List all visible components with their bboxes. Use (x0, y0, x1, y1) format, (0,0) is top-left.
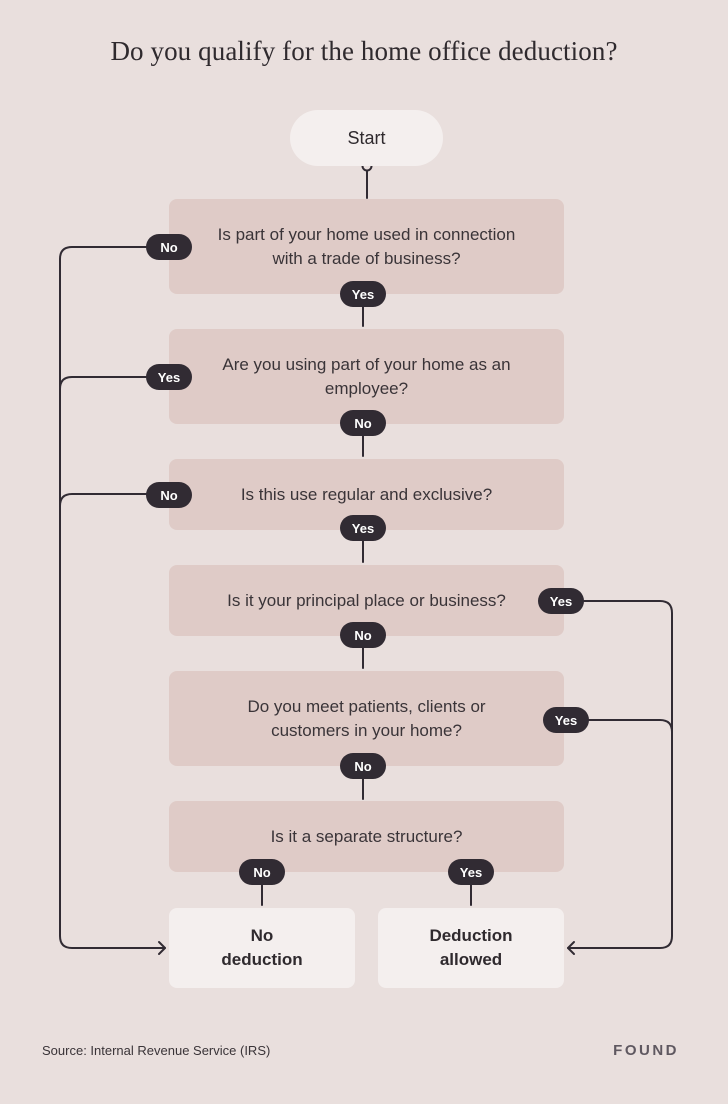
connector-left-loop (59, 246, 166, 949)
question-meet-clients: Do you meet patients, clients or custome… (169, 671, 564, 766)
question-text-line: Is it a separate structure? (270, 827, 463, 846)
source-note: Source: Internal Revenue Service (IRS) (42, 1043, 271, 1058)
connector-right-loop (567, 600, 673, 949)
outcome-text-line: No (250, 926, 274, 945)
question-employee: Are you using part of your home as an em… (169, 329, 564, 424)
answer-pill-q6-no: No (239, 859, 285, 885)
start-node: Start (290, 110, 443, 166)
question-text-line: Is this use regular and exclusive? (240, 484, 493, 504)
answer-pill-q6-yes: Yes (448, 859, 494, 885)
answer-pill-q4-yes: Yes (538, 588, 584, 614)
answer-pill-q4-no: No (340, 622, 386, 648)
answer-pill-q1-yes: Yes (340, 281, 386, 307)
answer-pill-q2-yes: Yes (146, 364, 192, 390)
question-text-line: Do you meet patients, clients or (247, 696, 486, 716)
connector-q5-yes-right (588, 719, 673, 733)
outcome-text-line: deduction (221, 950, 303, 969)
question-text-line: with a trade of business? (272, 248, 461, 268)
question-text-line: Is part of your home used in connection (217, 224, 516, 244)
answer-pill-q3-no: No (146, 482, 192, 508)
question-text-line: customers in your home? (271, 720, 462, 740)
question-trade-business: Is part of your home used in connection … (169, 199, 564, 294)
outcome-deduction-allowed: Deduction allowed (378, 908, 564, 988)
question-separate-structure: Is it a separate structure? (169, 801, 564, 872)
answer-pill-q2-no: No (340, 410, 386, 436)
question-text-line: employee? (324, 378, 409, 398)
answer-pill-q5-no: No (340, 753, 386, 779)
outcome-text-line: Deduction (429, 926, 513, 945)
answer-pill-q3-yes: Yes (340, 515, 386, 541)
question-text-line: Are you using part of your home as an (222, 354, 511, 374)
arrow-deduction-allowed (567, 941, 575, 955)
outcome-text-line: allowed (439, 950, 503, 969)
brand-logo: FOUND (613, 1042, 679, 1059)
question-text-line: Is it your principal place or business? (227, 590, 506, 610)
arrow-no-deduction (158, 941, 166, 955)
connector-q2-yes-left (59, 376, 147, 390)
connector-q3-no-left (59, 493, 147, 507)
outcome-no-deduction: No deduction (169, 908, 355, 988)
diagram-title: Do you qualify for the home office deduc… (110, 36, 618, 66)
answer-pill-q5-yes: Yes (543, 707, 589, 733)
answer-pill-q1-no: No (146, 234, 192, 260)
